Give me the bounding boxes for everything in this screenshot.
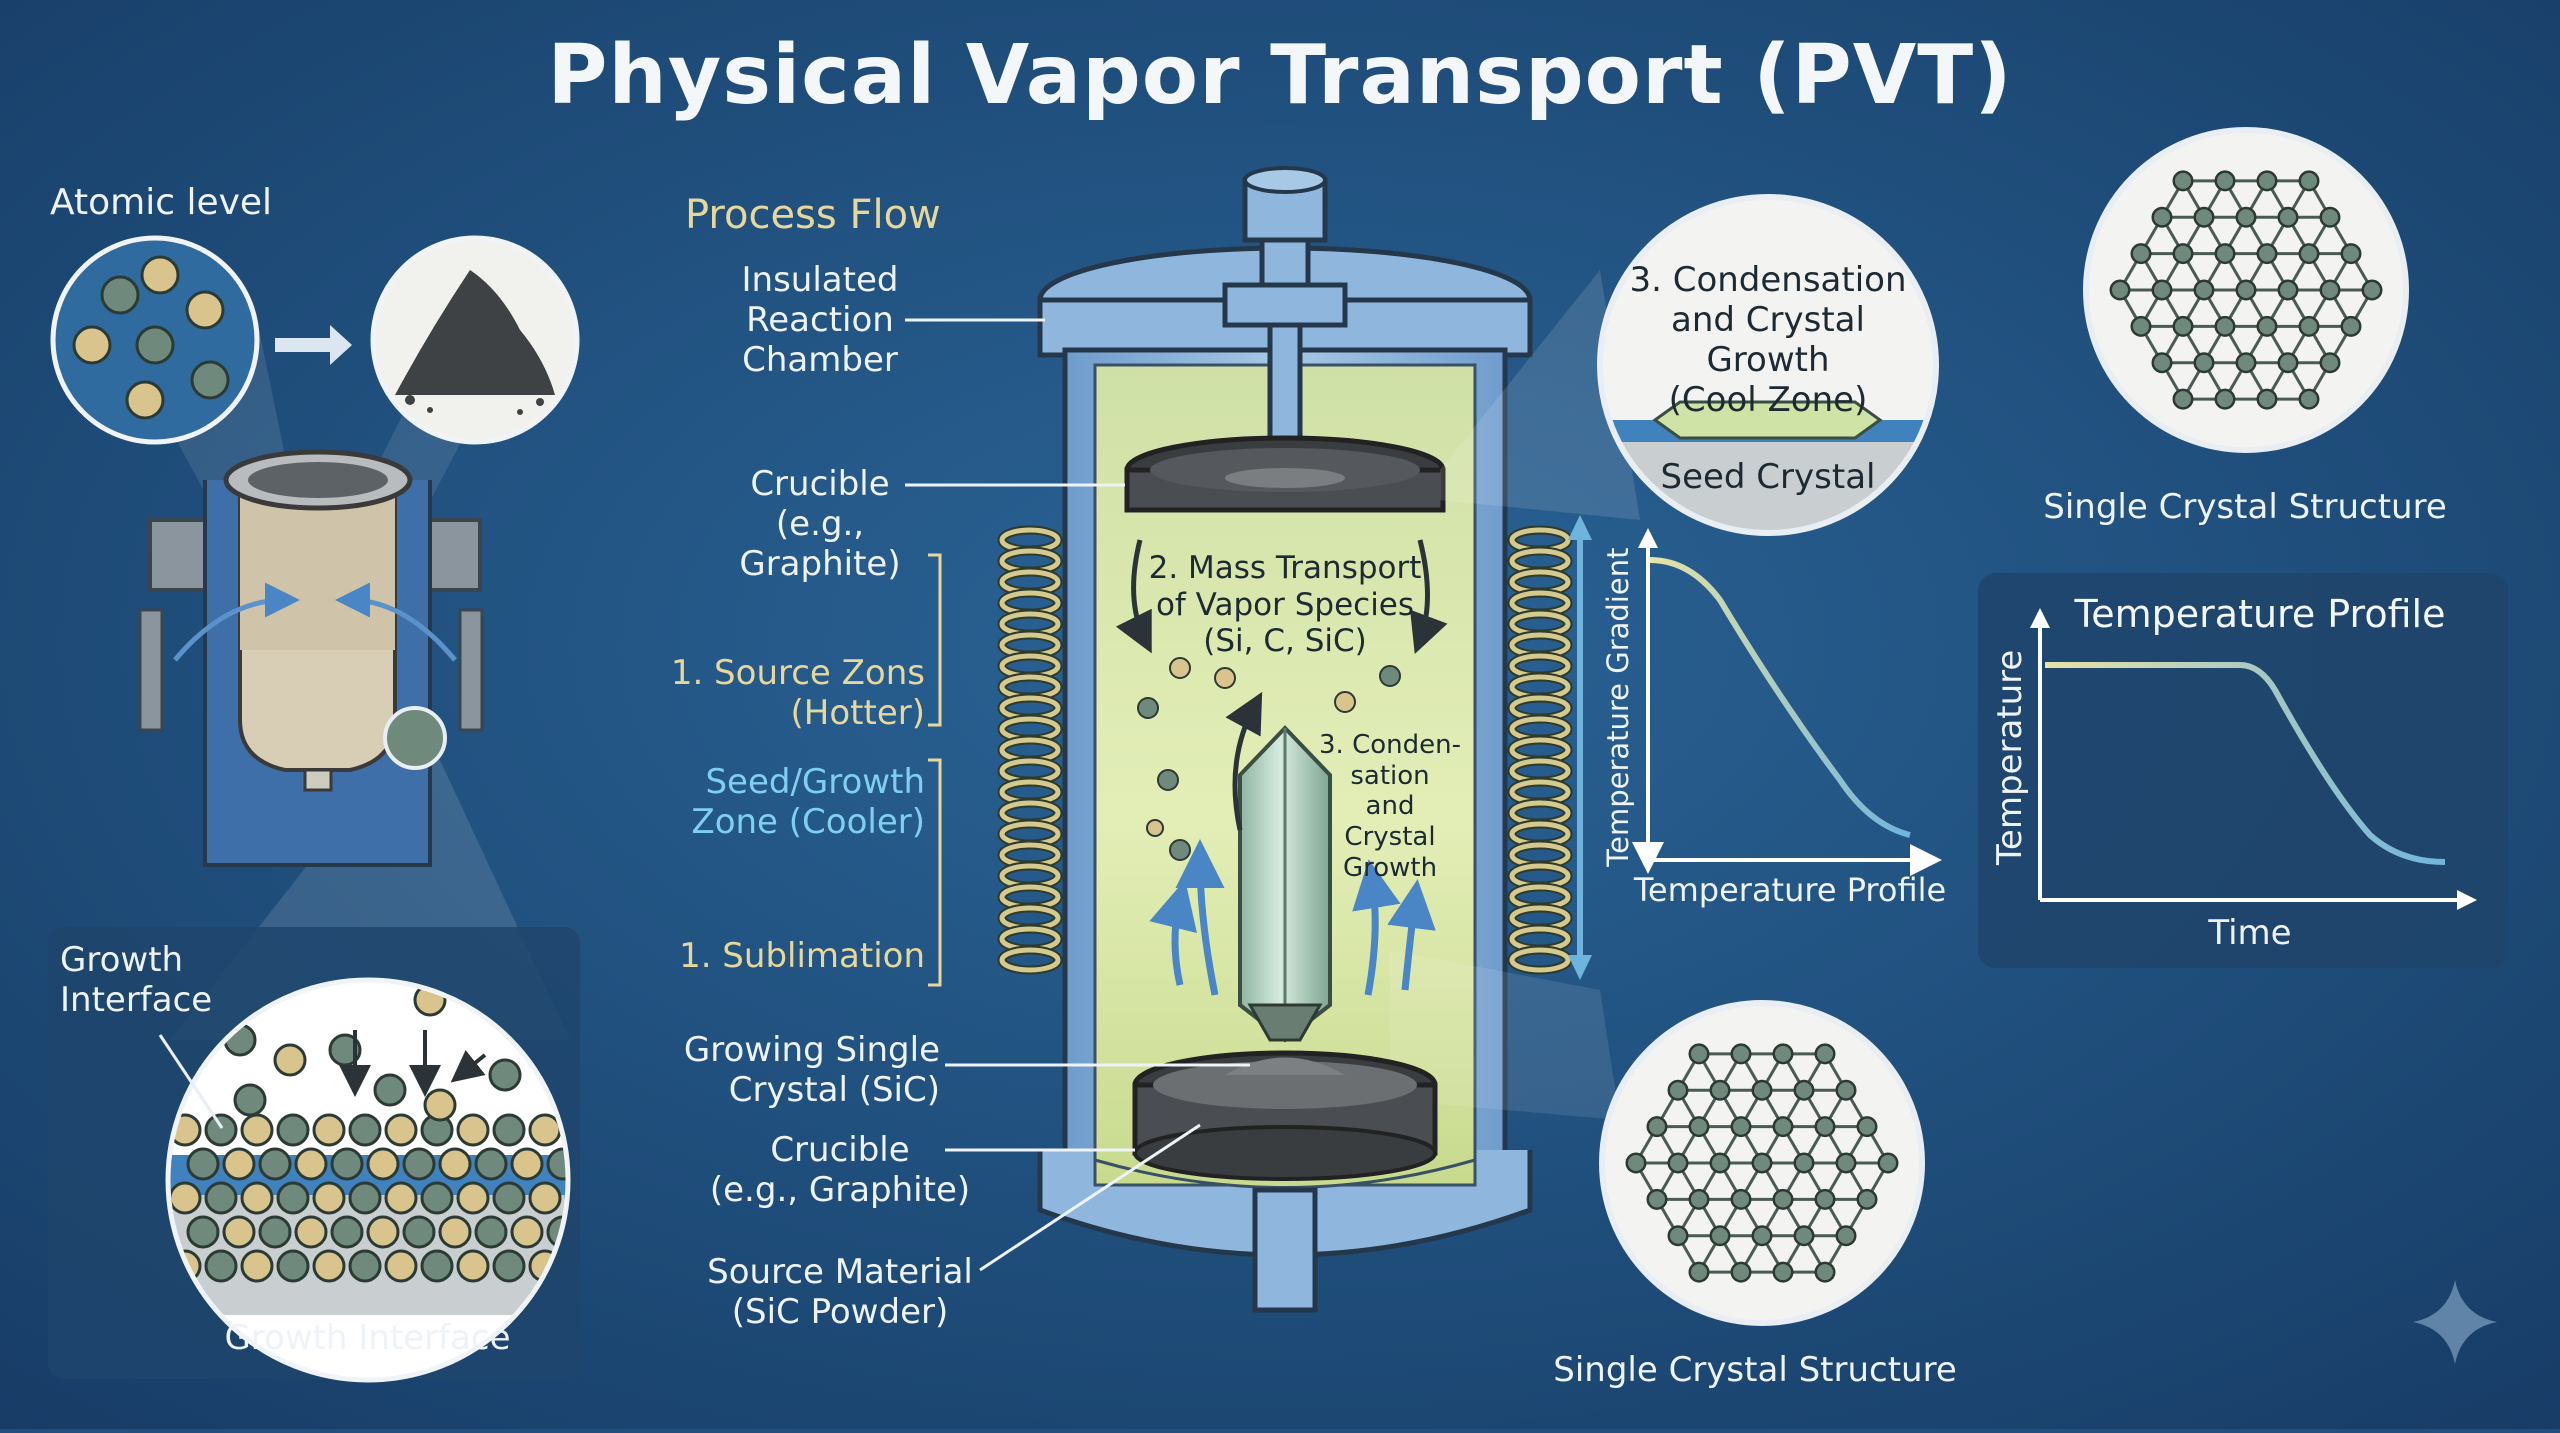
crucible-top-label: Crucible (e.g., Graphite)	[739, 464, 901, 585]
left-atomic-illustration	[48, 235, 580, 1383]
page-title: Physical Vapor Transport (PVT)	[547, 28, 2013, 123]
temperature-profile-title: Temperature Profile	[2074, 592, 2446, 636]
time-axis-label: Time	[2208, 913, 2292, 953]
temperature-profile-panel	[1978, 573, 2508, 968]
growing-crystal-label: Growing Single Crystal (SiC)	[683, 1030, 940, 1111]
top-structure-caption: Single Crystal Structure	[2043, 487, 2447, 527]
gradient-axis-label: Temperature Gradient	[1600, 547, 1635, 867]
right-section	[1978, 127, 2508, 968]
seed-crystal-label: Seed Crystal	[1660, 457, 1876, 497]
mass-transport-label: 2. Mass Transport of Vapor Species (Si, …	[1148, 550, 1422, 660]
growth-interface-label: Growth Interface	[60, 940, 213, 1021]
induction-coil-left	[997, 525, 1063, 975]
time-profile-curve	[2045, 662, 2446, 865]
gradient-profile-curve	[1649, 557, 1911, 838]
sublimation-label: 1. Sublimation	[679, 936, 925, 976]
temperature-axis-label: Temperature	[1989, 649, 2030, 866]
induction-coil-right	[1507, 525, 1573, 975]
process-flow-heading: Process Flow	[685, 192, 941, 238]
bottom-structure-caption: Single Crystal Structure	[1553, 1350, 1957, 1390]
seed-zone-label: Seed/Growth Zone (Cooler)	[691, 762, 925, 843]
crucible-bottom-label: Crucible (e.g., Graphite)	[709, 1130, 971, 1211]
condensation-inner-label: 3. Conden- sation and Crystal Growth	[1319, 730, 1461, 883]
atomic-level-label: Atomic level	[50, 182, 273, 223]
chamber-label: Insulated Reaction Chamber	[741, 260, 899, 381]
pvt-reactor	[905, 166, 1942, 1326]
condensation-zoom-label: 3. Condensation and Crystal Growth (Cool…	[1629, 260, 1907, 421]
sparkle-icon	[2413, 1280, 2497, 1364]
source-material-label: Source Material (SiC Powder)	[707, 1252, 973, 1333]
gradient-profile-caption: Temperature Profile	[1633, 871, 1947, 909]
source-zones-label: 1. Source Zons (Hotter)	[670, 653, 925, 734]
growth-interface-caption: Growth Interface	[224, 1318, 511, 1358]
